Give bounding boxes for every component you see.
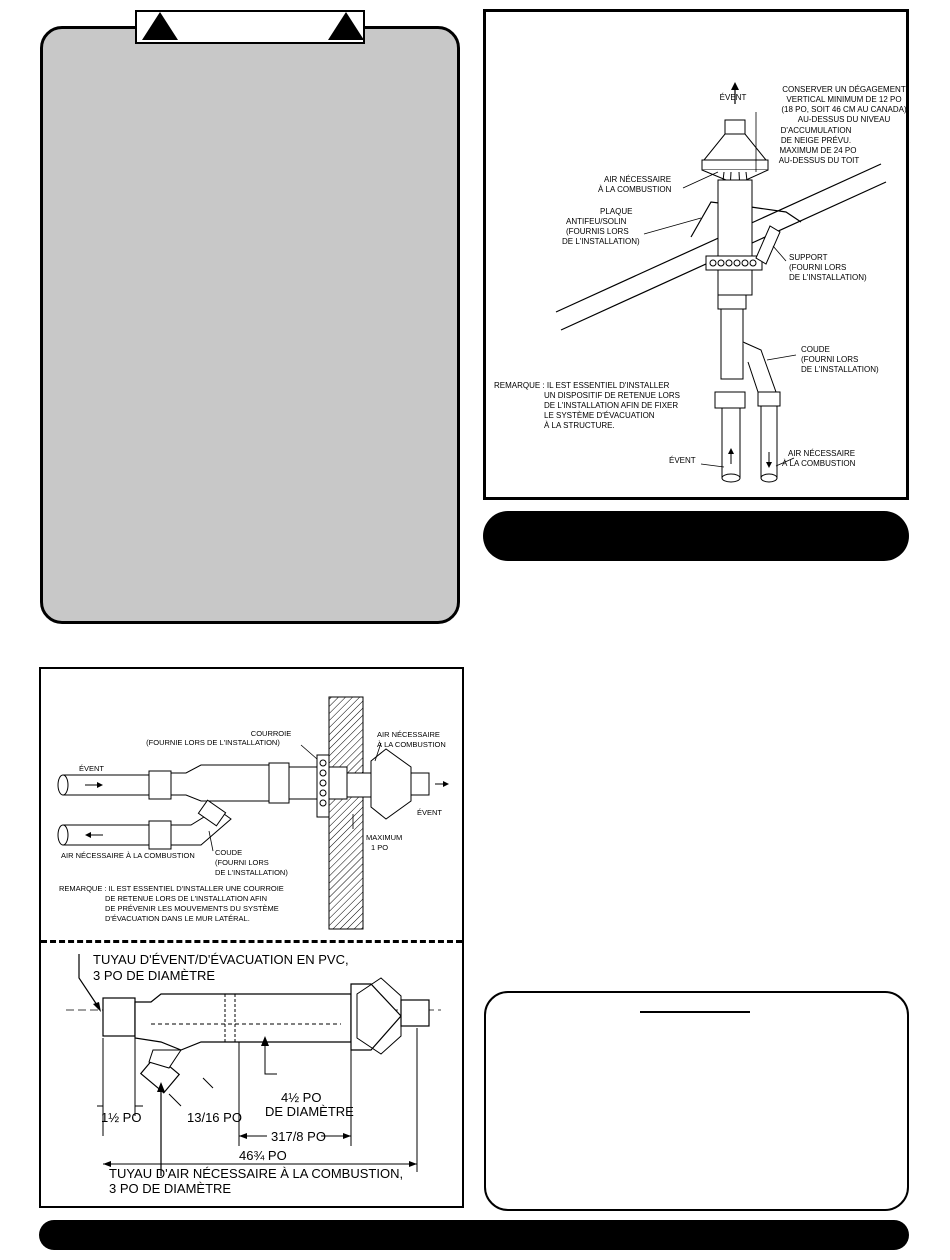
roof-note: À LA STRUCTURE. — [544, 421, 615, 430]
vent-label-left: ÉVENT — [79, 764, 104, 773]
combustion-air-bottom: À LA COMBUSTION — [782, 459, 856, 468]
maximum-label: 1 PO — [371, 843, 388, 852]
roof-note: REMARQUE : IL EST ESSENTIEL D'INSTALLER — [494, 381, 670, 390]
roof-note: LE SYSTÈME D'ÉVACUATION — [544, 411, 655, 420]
roof-note: DE L'INSTALLATION AFIN DE FIXER — [544, 401, 678, 410]
clearance-note: CONSERVER UN DÉGAGEMENT — [782, 85, 906, 94]
clearance-note: VERTICAL MINIMUM DE 12 PO — [786, 95, 901, 104]
flashing-label: PLAQUE — [600, 207, 632, 216]
elbow-label: DE L'INSTALLATION) — [215, 868, 288, 877]
notice-box — [484, 991, 909, 1211]
vent-bottom-label: ÉVENT — [669, 456, 696, 465]
dim-1-3-16: 13/16 PO — [187, 1110, 242, 1125]
clearance-note: AU-DESSUS DU TOIT — [779, 156, 860, 165]
flashing-label: (FOURNIS LORS — [566, 227, 629, 236]
clearance-note: (18 PO, SOIT 46 CM AU CANADA) — [781, 105, 906, 114]
wall-note: DE PRÉVENIR LES MOUVEMENTS DU SYSTÈME — [105, 904, 279, 913]
dim-31-7-8: 317/8 PO — [271, 1129, 326, 1144]
combustion-air-bottom: AIR NÉCESSAIRE — [788, 449, 855, 458]
combustion-air-top: À LA COMBUSTION — [598, 185, 672, 194]
wall-note: DE RETENUE LORS DE L'INSTALLATION AFIN — [105, 894, 267, 903]
elbow-label: (FOURNI LORS — [215, 858, 269, 867]
clearance-note: D'ACCUMULATION — [781, 126, 852, 135]
sidewall-vent-diagram: COURROIE (FOURNIE LORS DE L'INSTALLATION… — [57, 696, 449, 930]
vent-label-right: ÉVENT — [417, 808, 442, 817]
strap-label: COURROIE — [251, 729, 291, 738]
clearance-note: AU-DESSUS DU NIVEAU — [798, 115, 891, 124]
diameter-label: DE DIAMÈTRE — [265, 1104, 354, 1119]
elbow-label: DE L'INSTALLATION) — [801, 365, 879, 374]
pvc-pipe-label: TUYAU D'ÉVENT/D'ÉVACUATION EN PVC, — [93, 952, 349, 967]
combustion-air-label: AIR NÉCESSAIRE — [377, 730, 440, 739]
roof-vent-diagram: ÉVENT CONSERVER UN DÉGAGEMENT VERTICAL M… — [494, 82, 906, 483]
footer-bar — [39, 1220, 909, 1250]
warning-panel — [40, 26, 460, 624]
wall-note: D'ÉVACUATION DANS LE MUR LATÉRAL. — [105, 914, 250, 923]
warning-triangle-icon — [142, 12, 178, 40]
support-label: (FOURNI LORS — [789, 263, 846, 272]
combustion-air-top: AIR NÉCESSAIRE — [604, 175, 671, 184]
sidewall-diagram-frame — [39, 667, 464, 1208]
flashing-label: ANTIFEU/SOLIN — [566, 217, 627, 226]
figure-caption-bar — [483, 511, 909, 561]
elbow-label: COUDE — [215, 848, 242, 857]
dim-46-3-4: 46¾ PO — [239, 1148, 287, 1163]
dim-1-5: 1½ PO — [101, 1110, 141, 1125]
support-label: SUPPORT — [789, 253, 828, 262]
roof-note: UN DISPOSITIF DE RETENUE LORS — [544, 391, 680, 400]
combustion-air-label: À LA COMBUSTION — [377, 740, 446, 749]
flashing-label: DE L'INSTALLATION) — [562, 237, 640, 246]
elbow-label: COUDE — [801, 345, 830, 354]
combustion-pipe-label: TUYAU D'AIR NÉCESSAIRE À LA COMBUSTION, — [109, 1166, 403, 1181]
support-label: DE L'INSTALLATION) — [789, 273, 867, 282]
dashed-divider — [41, 940, 462, 943]
combustion-air-left: AIR NÉCESSAIRE À LA COMBUSTION — [61, 851, 195, 860]
strap-label: (FOURNIE LORS DE L'INSTALLATION) — [146, 738, 280, 747]
maximum-label: MAXIMUM — [366, 833, 402, 842]
pvc-pipe-label: 3 PO DE DIAMÈTRE — [93, 968, 215, 983]
vent-top-label: ÉVENT — [720, 93, 747, 102]
warning-triangle-icon — [328, 12, 364, 40]
clearance-note: DE NEIGE PRÉVU. — [781, 136, 851, 145]
notice-title-underline — [640, 1011, 750, 1013]
roof-vent-diagram-frame — [483, 9, 909, 500]
diameter-label: 4½ PO — [281, 1090, 321, 1105]
clearance-note: MAXIMUM DE 24 PO — [780, 146, 857, 155]
elbow-label: (FOURNI LORS — [801, 355, 858, 364]
wall-note: REMARQUE : IL EST ESSENTIEL D'INSTALLER … — [59, 884, 284, 893]
dimension-diagram: TUYAU D'ÉVENT/D'ÉVACUATION EN PVC, 3 PO … — [66, 952, 441, 1196]
combustion-pipe-label: 3 PO DE DIAMÈTRE — [109, 1181, 231, 1196]
